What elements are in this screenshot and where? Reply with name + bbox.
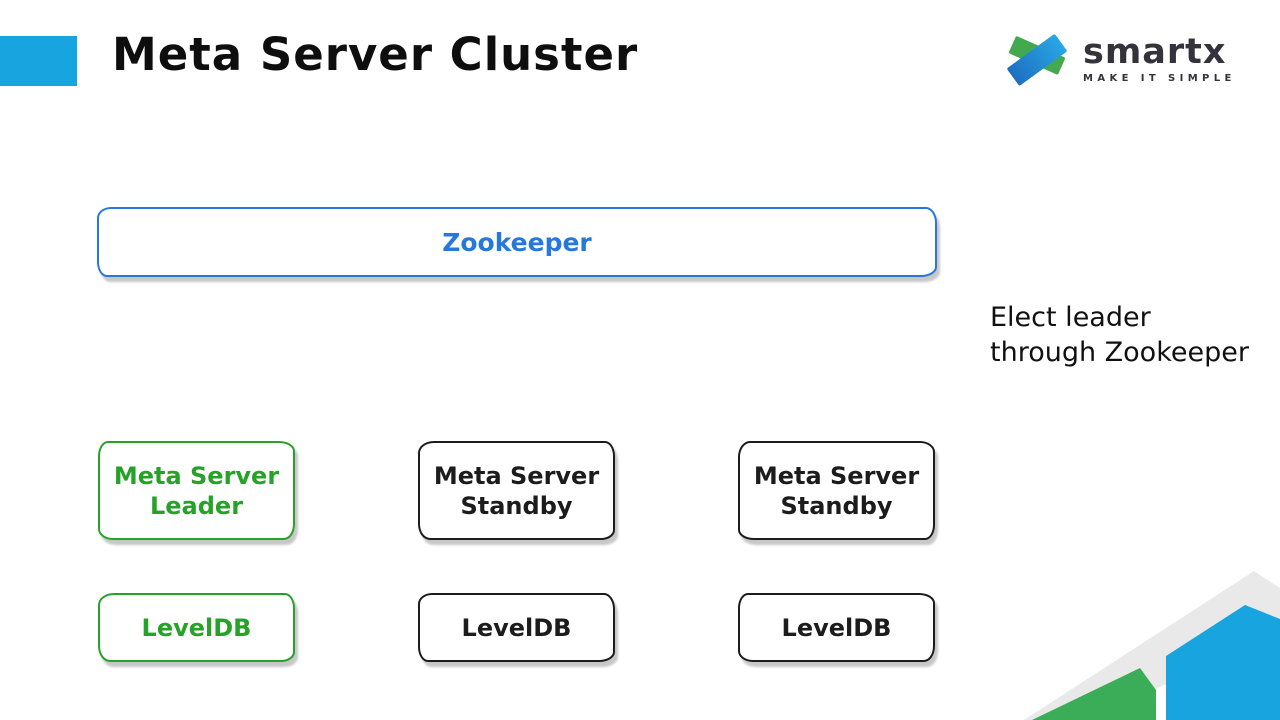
node-label-line2: Standby xyxy=(780,491,893,520)
node-label-line1: Meta Server xyxy=(753,461,920,490)
node-label: LevelDB xyxy=(461,613,572,642)
annotation-elect-leader: Elect leader through Zookeeper xyxy=(990,302,1249,368)
brand-logo: smartx MAKE IT SIMPLE xyxy=(1001,30,1236,88)
node-label: LevelDB xyxy=(141,613,252,642)
meta-server-standby-node-2: Meta Server Standby xyxy=(738,441,935,540)
meta-server-standby-node-1: Meta Server Standby xyxy=(418,441,615,540)
node-label-line1: Meta Server xyxy=(433,461,600,490)
slide-title: Meta Server Cluster xyxy=(112,28,639,81)
node-label-line1: Meta Server xyxy=(113,461,280,490)
meta-server-leader-node: Meta Server Leader xyxy=(98,441,295,540)
node-label-line2: Leader xyxy=(149,491,244,520)
node-label-line2: Standby xyxy=(460,491,573,520)
zookeeper-label: Zookeeper xyxy=(442,227,592,257)
brand-text: smartx MAKE IT SIMPLE xyxy=(1083,31,1236,84)
leveldb-node-standby-1: LevelDB xyxy=(418,593,615,662)
brand-name: smartx xyxy=(1083,31,1227,72)
zookeeper-node: Zookeeper xyxy=(97,207,937,277)
node-label: LevelDB xyxy=(781,613,892,642)
title-accent-bar xyxy=(0,36,77,86)
smartx-logo-icon xyxy=(1007,34,1067,86)
brand-tagline: MAKE IT SIMPLE xyxy=(1083,72,1236,84)
leveldb-node-standby-2: LevelDB xyxy=(738,593,935,662)
leveldb-node-leader: LevelDB xyxy=(98,593,295,662)
